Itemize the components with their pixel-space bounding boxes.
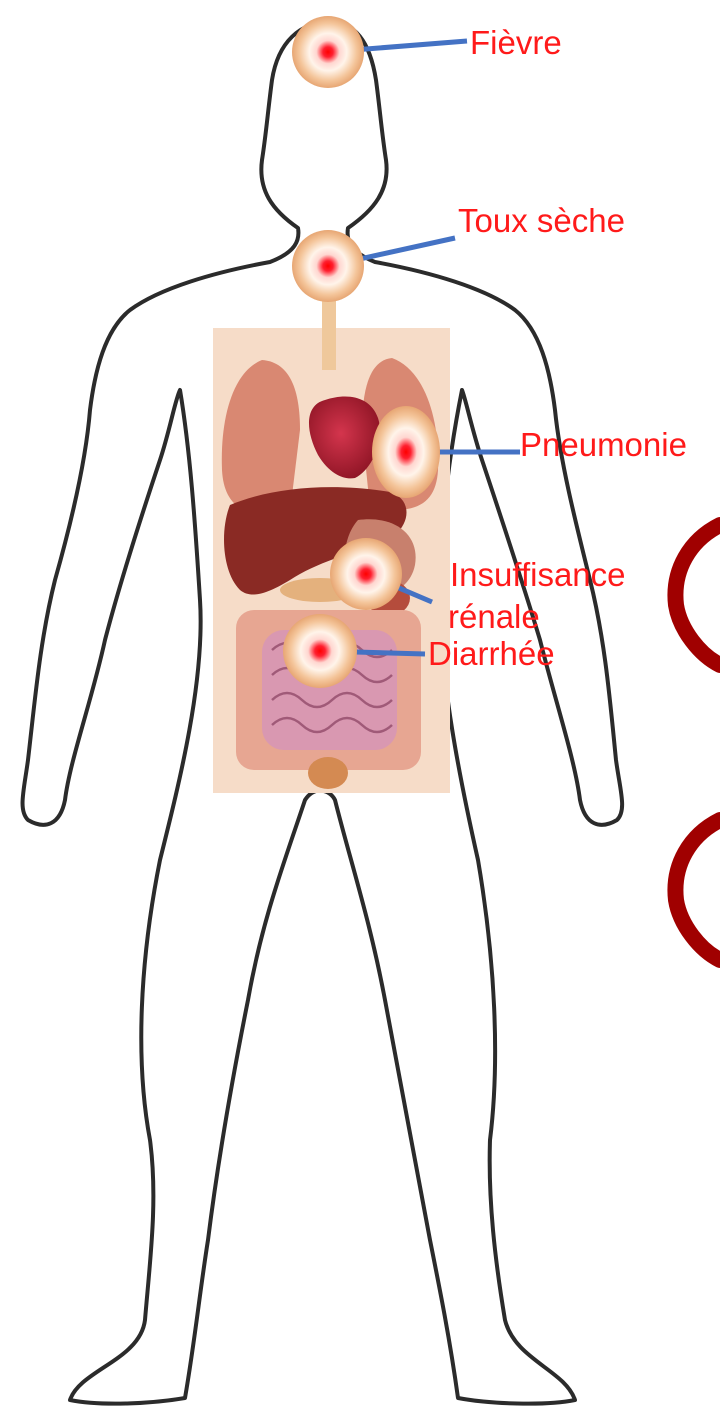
marker-fever xyxy=(292,16,364,88)
marker-pneumonia xyxy=(372,406,440,498)
marker-kidney-failure xyxy=(330,538,402,610)
decor-swirl-bottom xyxy=(675,820,720,960)
label-kidney-failure-line1: Insuffisance xyxy=(450,558,626,591)
organ-illustration xyxy=(213,300,450,793)
trachea xyxy=(322,300,336,370)
label-diarrhea: Diarrhée xyxy=(428,637,555,670)
marker-dry-cough xyxy=(292,230,364,302)
label-fever: Fièvre xyxy=(470,26,562,59)
label-dry-cough: Toux sèche xyxy=(458,204,625,237)
label-pneumonia: Pneumonie xyxy=(520,428,687,461)
bladder xyxy=(308,757,348,789)
marker-diarrhea xyxy=(283,614,357,688)
label-kidney-failure-line2: rénale xyxy=(448,600,540,633)
decor-swirl-top xyxy=(675,525,720,665)
